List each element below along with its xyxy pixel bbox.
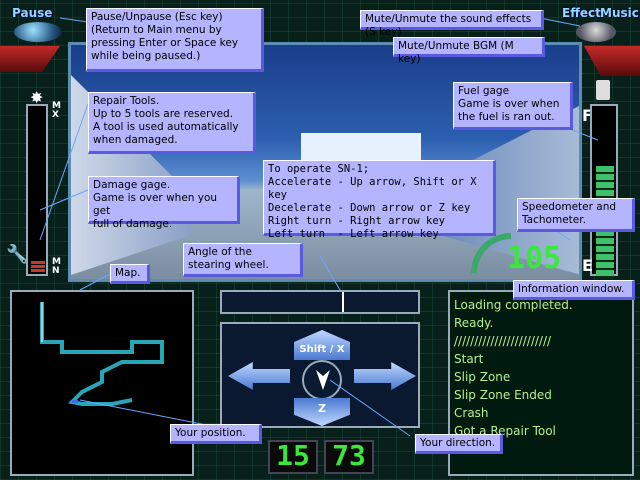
log-line: Slip Zone [454,370,511,384]
tooltip-damage: Damage gage. Game is over when you get f… [88,176,240,230]
effect-music-button[interactable]: Effect Music [556,4,639,44]
log-line: //////////////////////// [454,334,552,348]
player-position-marker [72,400,78,403]
tooltip-direction: Your direction. [415,434,503,454]
tooltip-information-window: Information window. [513,280,635,300]
log-line: Slip Zone Ended [454,388,552,402]
damage-max-label: M X [52,101,61,120]
speaker-icon [576,22,616,42]
effect-label: Effect [562,6,601,20]
wrench-icon: 🔧 [6,244,29,265]
damage-icon: ✸ [30,88,44,107]
steering-angle-bar [220,290,420,314]
tooltip-fuel: Fuel gage Game is over when the fuel is … [453,82,573,130]
log-line: Crash [454,406,489,420]
control-pad: Shift / X Z [220,322,420,428]
pause-lamp-icon [14,22,62,42]
decelerate-label: Z [318,402,326,415]
damage-fill [31,265,45,268]
log-line: Start [454,352,484,366]
tooltip-steering-angle: Angle of the stearing wheel. [183,243,303,277]
direction-compass [302,360,342,400]
speed-readout: 105 [507,241,562,276]
map-window [10,290,194,476]
position-digit-a: 15 [268,440,318,474]
tooltip-operate: To operate SN-1; Accelerate - Up arrow, … [263,160,496,240]
fuel-empty-label: E [582,256,593,275]
damage-min-label: M N [52,257,61,276]
position-digit-b: 73 [324,440,374,474]
steering-indicator [342,292,344,312]
map-track [40,302,164,406]
tooltip-mute-bgm: Mute/Unmute BGM (M key) [393,37,545,65]
log-line: Loading completed. [454,298,573,312]
damage-fill [31,261,45,264]
pause-button[interactable]: Pause [6,4,66,44]
tunnel-end-light [301,133,421,165]
accelerate-label: Shift / X [299,344,345,355]
tooltip-map: Map. [110,264,150,284]
tooltip-mute-se: Mute/Unmute the sound effects (S key) [360,10,544,38]
fuel-pump-icon [596,80,610,100]
tooltip-speedometer: Speedometer and Tachometer. [517,198,635,232]
music-label: Music [600,6,639,20]
tooltip-repair: Repair Tools. Up to 5 tools are reserved… [88,92,256,154]
damage-fill [31,269,45,272]
tooltip-position: Your position. [170,424,262,444]
pause-label: Pause [12,6,53,20]
log-line: Ready. [454,316,494,330]
fuel-full-label: F [582,106,593,125]
tooltip-pause: Pause/Unpause (Esc key) (Return to Main … [86,8,264,72]
